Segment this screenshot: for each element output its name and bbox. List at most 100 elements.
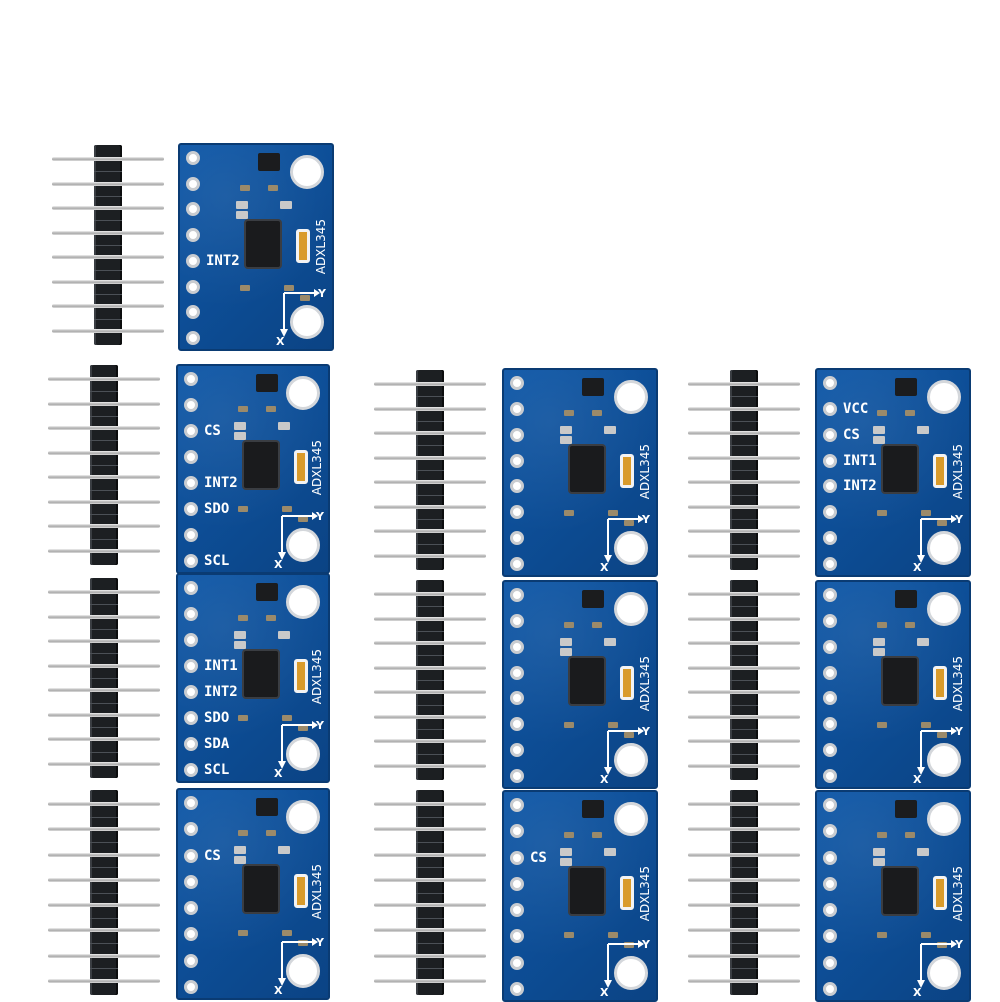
mounting-hole xyxy=(286,954,320,988)
smd-component xyxy=(877,832,887,838)
voltage-regulator xyxy=(895,378,917,396)
pin-header xyxy=(374,580,486,780)
pin-label: SDA xyxy=(204,736,230,752)
pin-hole xyxy=(184,372,198,386)
pin-hole xyxy=(510,717,524,732)
pin-hole xyxy=(823,850,837,865)
header-pin xyxy=(374,616,486,621)
pin-hole xyxy=(823,691,837,706)
axis-y-label: Y xyxy=(642,513,650,526)
solder-pad xyxy=(234,432,246,440)
pin-hole xyxy=(184,685,198,699)
smd-component xyxy=(240,285,250,291)
smd-component xyxy=(592,410,602,416)
solder-pad xyxy=(560,858,572,866)
axis-x-label: X xyxy=(600,773,609,786)
pin-header-plastic xyxy=(94,145,122,345)
header-pin xyxy=(48,762,160,766)
smd-component xyxy=(608,722,618,728)
header-pin xyxy=(688,877,800,882)
header-pin xyxy=(374,877,486,882)
smd-component xyxy=(877,410,887,416)
header-pin xyxy=(374,764,486,768)
solder-pad xyxy=(917,638,929,646)
pin-hole xyxy=(510,982,524,996)
solder-pad xyxy=(604,638,616,646)
header-pin xyxy=(52,279,164,284)
header-pin xyxy=(374,382,486,386)
mounting-hole xyxy=(614,956,648,990)
model-silkscreen: ADXL345 xyxy=(951,656,965,712)
pin-label: SCL xyxy=(204,553,230,569)
pin-hole xyxy=(510,743,524,758)
model-silkscreen: ADXL345 xyxy=(638,656,652,712)
pin-hole xyxy=(823,876,837,891)
smd-component xyxy=(238,830,248,836)
pin-label: CS xyxy=(530,849,547,866)
model-silkscreen: ADXL345 xyxy=(310,864,324,920)
pin-hole xyxy=(823,557,837,571)
pin-header xyxy=(52,145,164,345)
mounting-hole xyxy=(614,743,648,777)
solder-pad xyxy=(873,426,885,434)
pin-hole xyxy=(184,980,198,994)
solder-pad xyxy=(604,848,616,856)
mounting-hole xyxy=(614,592,648,626)
voltage-regulator xyxy=(258,153,280,171)
smd-component xyxy=(266,830,276,836)
axis-x-label: X xyxy=(274,767,283,780)
pin-header xyxy=(48,578,160,778)
pin-hole xyxy=(510,639,524,654)
pin-hole xyxy=(823,929,837,944)
axis-x-label: X xyxy=(913,561,922,574)
pin-hole xyxy=(510,850,524,865)
header-pin xyxy=(52,329,164,333)
mounting-hole xyxy=(286,376,320,410)
smd-component xyxy=(238,715,248,721)
header-pin xyxy=(374,529,486,534)
pin-header-plastic xyxy=(416,370,444,570)
pin-hole xyxy=(510,588,524,602)
header-pin xyxy=(688,903,800,908)
header-pin xyxy=(688,802,800,806)
solder-pad xyxy=(917,426,929,434)
pin-hole xyxy=(186,176,200,191)
header-pin xyxy=(374,504,486,509)
axis-x-label: X xyxy=(600,561,609,574)
axis-x-label: X xyxy=(600,986,609,999)
sensor-chip xyxy=(570,868,604,914)
header-pin xyxy=(48,953,160,958)
pin-hole xyxy=(184,848,198,863)
solder-pad xyxy=(560,436,572,444)
solder-pad xyxy=(560,848,572,856)
smd-component xyxy=(298,725,308,731)
smd-component xyxy=(238,506,248,512)
pin-header-plastic xyxy=(90,365,118,565)
header-pin xyxy=(48,877,160,882)
axis-marking xyxy=(272,936,318,988)
pin-hole xyxy=(823,798,837,812)
pin-hole xyxy=(823,903,837,918)
axis-marking xyxy=(272,510,318,562)
pin-hole xyxy=(186,228,200,243)
tantalum-capacitor xyxy=(296,229,310,263)
mounting-hole xyxy=(286,800,320,834)
header-pin xyxy=(48,377,160,381)
axis-x-label: X xyxy=(274,984,283,997)
smd-component xyxy=(564,832,574,838)
solder-pad xyxy=(236,201,248,209)
axis-y-label: Y xyxy=(316,936,324,949)
axis-x-label: X xyxy=(274,558,283,571)
voltage-regulator xyxy=(582,800,604,818)
pin-hole xyxy=(823,376,837,390)
pin-label: INT1 xyxy=(843,452,877,469)
mounting-hole xyxy=(614,531,648,565)
pin-label: VCC xyxy=(843,400,869,417)
pin-hole xyxy=(186,305,200,320)
solder-pad xyxy=(873,648,885,656)
pin-label: CS xyxy=(204,847,221,864)
header-pin xyxy=(48,737,160,742)
pin-hole xyxy=(510,769,524,783)
pin-header-plastic xyxy=(730,580,758,780)
